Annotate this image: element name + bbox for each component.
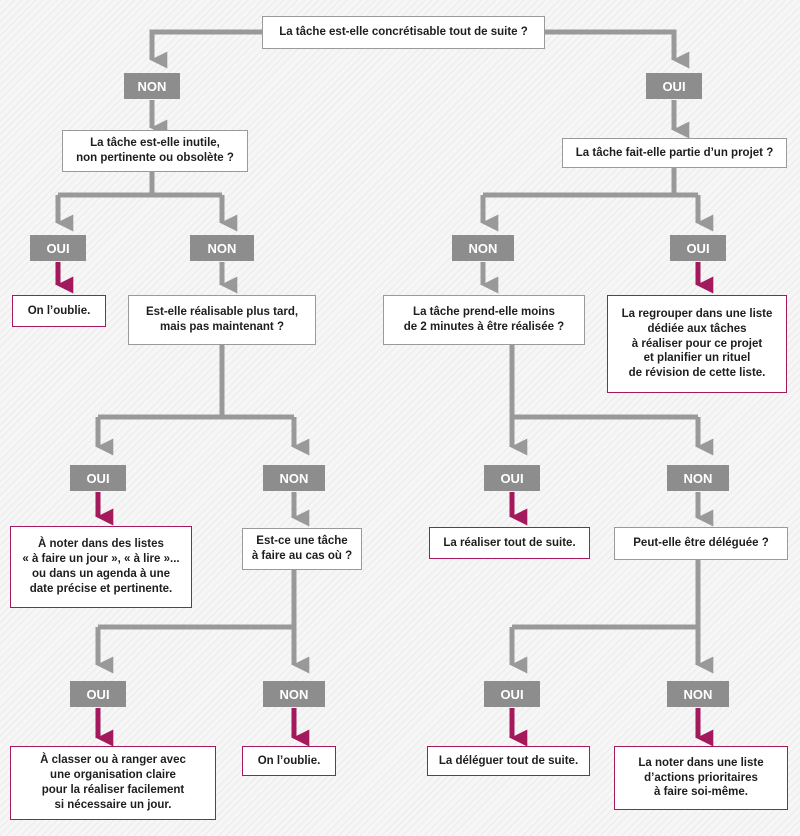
tag-non-useless: NON [190, 235, 254, 261]
tag-oui-useless: OUI [30, 235, 86, 261]
answer-do-now: La réaliser tout de suite. [429, 527, 590, 559]
question-project: La tâche fait-elle partie d’un projet ? [562, 138, 787, 168]
answer-group-project: La regrouper dans une liste dédiée aux t… [607, 295, 787, 393]
tag-non-root: NON [124, 73, 180, 99]
tag-non-just-in-case: NON [263, 681, 325, 707]
tag-oui-root: OUI [646, 73, 702, 99]
answer-file: À classer ou à ranger avec une organisat… [10, 746, 216, 820]
question-useless: La tâche est-elle inutile, non pertinent… [62, 130, 248, 172]
answer-delegate-now: La déléguer tout de suite. [427, 746, 590, 776]
tag-oui-project: OUI [670, 235, 726, 261]
answer-forget-2: On l’oublie. [242, 746, 336, 776]
tag-non-delegate: NON [667, 681, 729, 707]
question-2min: La tâche prend-elle moins de 2 minutes à… [383, 295, 585, 345]
answer-note-priority: La noter dans une liste d’actions priori… [614, 746, 788, 810]
question-root: La tâche est-elle concrétisable tout de … [262, 16, 545, 49]
question-just-in-case: Est-ce une tâche à faire au cas où ? [242, 528, 362, 570]
question-later: Est-elle réalisable plus tard, mais pas … [128, 295, 316, 345]
tag-non-project: NON [452, 235, 514, 261]
tag-non-2min: NON [667, 465, 729, 491]
tag-oui-later: OUI [70, 465, 126, 491]
tag-non-later: NON [263, 465, 325, 491]
tag-oui-delegate: OUI [484, 681, 540, 707]
tag-oui-2min: OUI [484, 465, 540, 491]
question-delegate: Peut-elle être déléguée ? [614, 527, 788, 560]
tag-oui-just-in-case: OUI [70, 681, 126, 707]
answer-note-lists: À noter dans des listes « à faire un jou… [10, 526, 192, 608]
answer-forget-1: On l’oublie. [12, 295, 106, 327]
